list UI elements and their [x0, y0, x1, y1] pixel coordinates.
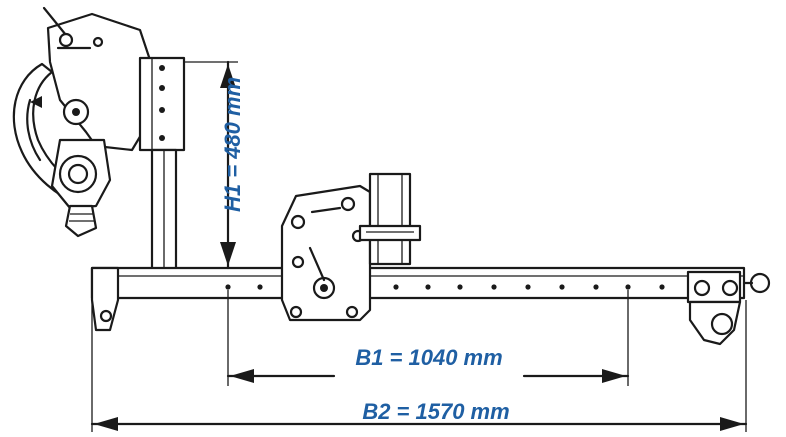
mast-bracket — [138, 56, 186, 152]
top-winch-assembly — [12, 6, 152, 238]
h1-label: H1 = 480 mm — [220, 77, 245, 212]
b1-label: B1 = 1040 mm — [355, 345, 502, 370]
boom-end-pulley — [686, 270, 771, 346]
b2-dimension — [90, 300, 748, 432]
boom-holes — [225, 284, 665, 290]
trolley-winch — [280, 172, 422, 322]
h1-dimension — [176, 60, 238, 270]
vertical-mast — [150, 148, 178, 272]
horizontal-boom — [90, 266, 771, 346]
b1-dimension — [226, 290, 630, 386]
b2-label: B2 = 1570 mm — [362, 399, 509, 424]
